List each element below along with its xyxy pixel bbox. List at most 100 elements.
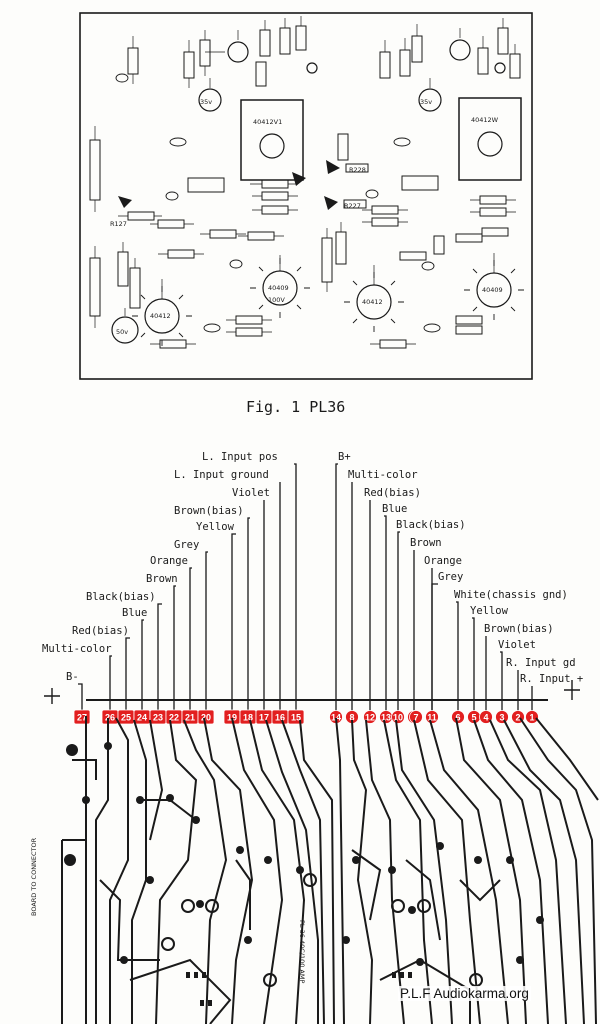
transistor-label-right: 40412W [471,116,499,124]
pointer-arrows [118,160,340,210]
pin-number: 2 [515,713,520,723]
pin-number: 8 [349,713,354,723]
wire-label: L. Input ground [174,469,269,481]
wire-leader-line [205,551,208,700]
wire-label: B+ [338,451,351,463]
connector-pin-24: 24 [133,709,151,725]
board-side-label-left: BOARD TO CONNECTOR [30,837,38,916]
wire-leader-line [472,617,475,700]
label-r127: R127 [110,220,127,228]
credit-watermark: P.L.F Audiokarma.org [398,986,531,1001]
wire-label: Black(bias) [396,519,466,531]
wire-label: Brown(bias) [174,505,244,517]
connector-pin-17: 17 [255,709,273,725]
connector-pin-27: 27 [73,709,91,725]
wire-label: Blue [122,607,147,619]
pin-number: 20 [201,713,211,723]
wire-leader-line [397,531,400,700]
diodes [115,73,441,333]
pin-number: 5 [471,713,476,723]
wire-label: Multi-color [42,643,112,655]
pin-number: 10 [393,713,403,723]
label-q1: 40412 [150,312,171,320]
label-q3: 40409 [268,284,289,292]
pin-number: 27 [77,713,87,723]
pin-number: 3 [499,713,504,723]
connector-pin-4: 4 [479,710,493,724]
pcb-small-pads [186,972,412,1006]
connector-pin-3: 3 [495,710,509,724]
wire-label: Grey [438,571,463,583]
wire-label: Orange [150,555,188,567]
wire-label: Blue [382,503,407,515]
wire-label: Violet [232,487,270,499]
connector-pin-15: 15 [287,709,305,725]
label-cap-3: 35v [420,98,432,106]
connector-pin-1: 1 [525,710,539,724]
label-cap-4: 100V [268,296,285,304]
pin-number: 23 [153,713,163,723]
connector-pin-19: 19 [223,709,241,725]
wire-leader-line [173,585,176,700]
resistors [89,25,521,349]
pcb-pads [64,742,544,966]
connector-pin-20: 20 [197,709,215,725]
wire-leader-line [231,533,236,700]
label-cap-1: 50v [116,328,128,336]
pin-number: 14 [331,713,341,723]
label-q4: 40409 [482,286,503,294]
wire-label: Multi-color [348,469,418,481]
wire-leader-line [125,637,130,700]
pin-number: 11 [427,713,437,723]
power-transistor-right: 40412W [458,97,522,181]
connector-pin-13: 13 [379,710,393,724]
transistor-label-left: 40412V1 [253,118,282,126]
wire-leader-line [141,619,144,700]
wire-label: L. Input pos [202,451,278,463]
wire-label: Brown(bias) [484,623,554,635]
wire-label: Red(bias) [72,625,129,637]
wire-label: B- [66,671,79,683]
wire-label: Black(bias) [86,591,156,603]
terminal-ticks [44,680,580,704]
connector-pin-23: 23 [149,709,167,725]
board-side-label-center: PL 36 40C/100 AMP [298,920,306,983]
capacitors [111,39,506,344]
pcb-rings [161,873,483,987]
wire-label: Brown [146,573,178,585]
wire-leader-line [456,601,459,700]
label-cap-2: 35v [200,98,212,106]
connector-pin-16: 16 [271,709,289,725]
connector-pin-11: 11 [425,710,439,724]
wire-leader-line [431,583,438,700]
wire-label: Brown [410,537,442,549]
wire-label: Violet [498,639,536,651]
label-q2: 40412 [362,298,383,306]
wire-label: Red(bias) [364,487,421,499]
wire-label: Yellow [196,521,235,533]
label-r228: R228 [349,166,366,174]
pin-number: 26 [105,713,115,723]
wire-leader-line [189,567,192,700]
wire-label: Orange [424,555,462,567]
label-r227: R227 [344,202,361,210]
pin-number: 25 [121,713,131,723]
wire-label: Yellow [470,605,509,617]
power-transistor-left: 40412V1 [240,99,304,181]
pin-number: 22 [169,713,179,723]
board-outline [79,12,533,380]
wire-leader-line [157,603,162,700]
connector-pin-7: 7 [409,710,423,724]
pin-number: 7 [413,713,418,723]
pin-number: 24 [137,713,147,723]
wire-label: R. Input gd [506,657,576,669]
pin-number: 19 [227,713,237,723]
connector-pin-18: 18 [239,709,257,725]
pin-number: 17 [259,713,269,723]
wire-leader-line [247,517,250,700]
component-layout-board: 40412V1 40412W [79,12,533,380]
pcb-trace-art [61,716,599,1024]
connector-pin-10: 10 [391,710,405,724]
